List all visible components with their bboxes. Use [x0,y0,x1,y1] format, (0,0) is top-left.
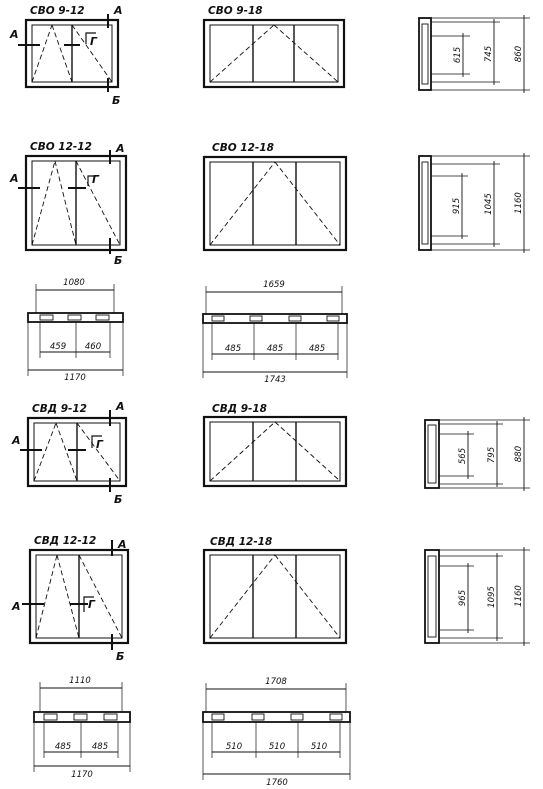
window-svd-9-12: СВД 9-12 А А Г Б [11,400,128,506]
dim-label: 485 [267,344,283,354]
window-svo-9-12: СВО 9-12 А А Г Б [9,4,123,107]
section-mark-b: Б [112,94,120,107]
plan-svd-12: 1110 485 485 1170 [33,676,131,780]
window-label: СВО 9-18 [208,5,263,17]
dim-label: 1080 [63,278,85,288]
section-mark-g: Г [96,438,104,451]
window-label: СВО 12-12 [30,141,92,153]
window-svd-9-18: СВД 9-18 [202,403,348,488]
dim-label: 485 [225,344,241,354]
section-mark-a: А [115,142,125,155]
dim-label: 1659 [263,280,285,290]
dim-label: 1760 [266,778,288,788]
dim-label: 915 [452,198,462,214]
side-section-svd-9: 565 795 880 [424,417,530,491]
dim-label: 485 [309,344,325,354]
dim-label: 880 [514,446,524,462]
dim-label: 1160 [514,192,524,214]
dim-label: 565 [458,448,468,464]
window-label: СВД 12-18 [210,536,272,548]
plan-svd-18: 1708 510 510 510 1760 [202,677,351,788]
section-mark-g: Г [88,598,96,611]
window-svd-12-18: СВД 12-18 [202,536,348,645]
dim-label: 485 [55,742,71,752]
window-svo-12-12: СВО 12-12 А А Г Б [9,141,128,267]
dim-label: 460 [85,342,101,352]
section-mark-a: А [9,28,19,41]
section-mark-a: А [11,600,21,613]
window-svd-12-12: СВД 12-12 А А Г Б [11,535,130,663]
dim-label: 1110 [69,676,91,686]
dim-label: 1045 [484,193,494,215]
dim-label: 1160 [514,585,524,607]
dim-label: 860 [514,46,524,62]
section-mark-a: А [117,538,127,551]
section-mark-b: Б [114,254,122,267]
window-label: СВО 12-18 [212,142,274,154]
dim-label: 745 [484,46,494,62]
dim-label: 965 [458,590,468,606]
dim-label: 510 [311,742,327,752]
dim-label: 510 [226,742,242,752]
side-section-svo-12: 915 1045 1160 [418,153,530,253]
section-mark-a: А [11,434,21,447]
section-mark-b: Б [116,650,124,663]
side-section-svo-9: 615 745 860 [418,15,530,93]
dim-label: 510 [269,742,285,752]
dim-label: 1170 [64,373,86,383]
window-label: СВО 9-12 [30,5,85,17]
section-mark-a: А [113,4,123,17]
window-svo-12-18: СВО 12-18 [202,142,348,252]
section-mark-a: А [9,172,19,185]
dim-label: 795 [487,447,497,463]
dim-label: 1708 [265,677,287,687]
dim-label: 1743 [264,375,286,385]
side-section-svd-12: 965 1095 1160 [424,547,530,646]
dim-label: 459 [50,342,66,352]
plan-svo-18: 1659 485 485 485 1743 [202,280,348,385]
dim-label: 615 [453,47,463,63]
dim-label: 1095 [487,586,497,608]
dim-label: 1170 [71,770,93,780]
section-mark-b: Б [114,493,122,506]
window-svo-9-18: СВО 9-18 [202,5,346,89]
window-label: СВД 12-12 [34,535,96,547]
section-mark-a: А [115,400,125,413]
plan-svo-12: 1080 459 460 1170 [27,278,124,383]
window-label: СВД 9-12 [32,403,87,415]
dim-label: 485 [92,742,108,752]
window-label: СВД 9-18 [212,403,267,415]
section-mark-g: Г [92,173,100,186]
section-mark-g: Г [90,35,98,48]
